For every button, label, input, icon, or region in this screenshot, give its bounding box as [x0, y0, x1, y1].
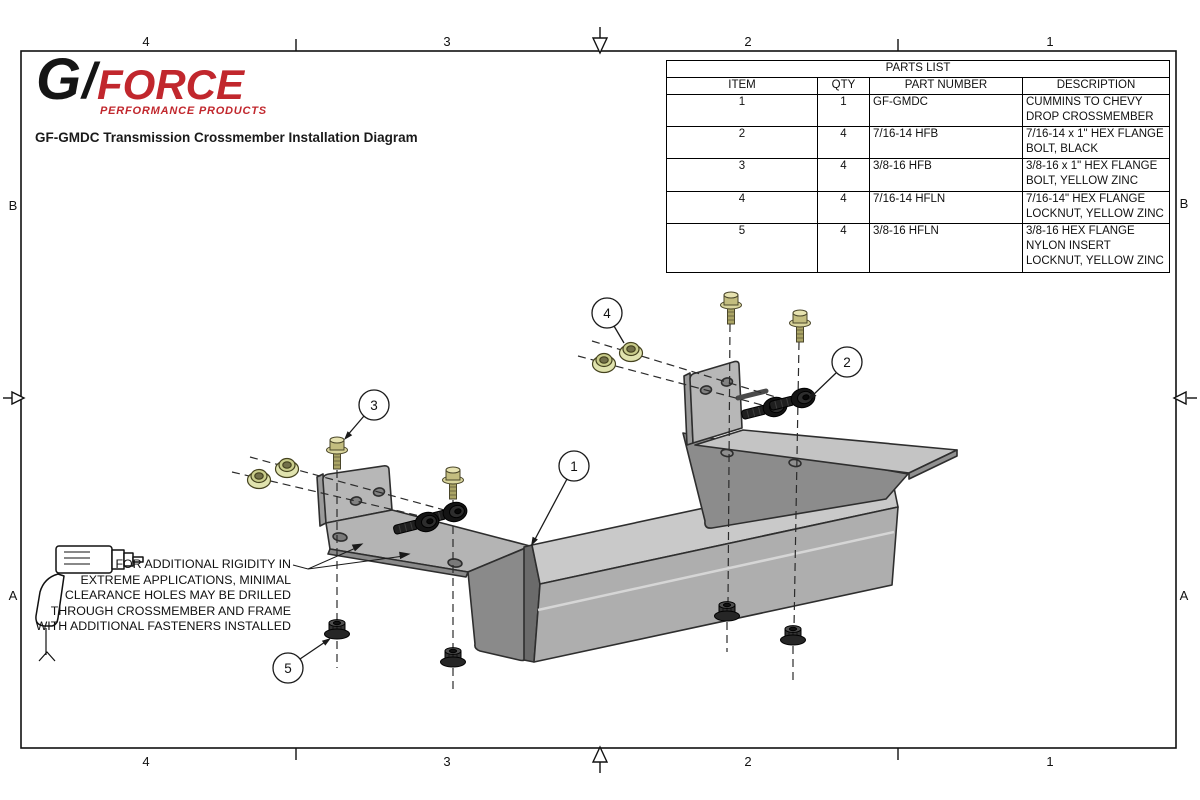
flange-bolt-icon: [326, 436, 348, 470]
logo-force-text: FORCE: [97, 61, 245, 108]
table-row: 4 4 7/16-14 HFLN 7/16-14" HEX FLANGE LOC…: [666, 191, 1171, 224]
note-line: THROUGH CROSSMEMBER AND FRAME: [50, 603, 291, 618]
diagram-title: GF-GMDC Transmission Crossmember Install…: [35, 130, 418, 145]
note-leader-lines: [292, 543, 411, 570]
logo-letter-g: G: [36, 47, 81, 112]
col-header-qty: QTY: [817, 77, 870, 95]
cell-item: 4: [666, 191, 818, 224]
table-row: 1 1 GF-GMDC CUMMINS TO CHEVY DROP CROSSM…: [666, 94, 1171, 127]
center-mark-arrows: [3, 27, 1197, 773]
dark-locknut-icon: [714, 601, 740, 622]
cell-item: 2: [666, 126, 818, 159]
col-header-part-number: PART NUMBER: [869, 77, 1023, 95]
locknuts-dark: [324, 601, 806, 668]
cell-part-number: 7/16-14 HFLN: [869, 191, 1023, 224]
zone-label-left-B: B: [9, 198, 18, 213]
cell-item: 3: [666, 158, 818, 192]
balloon-5: 5: [272, 638, 331, 684]
cell-description: CUMMINS TO CHEVY DROP CROSSMEMBER: [1021, 94, 1171, 127]
cell-part-number: 3/8-16 HFLN: [869, 223, 1023, 273]
balloon-2: 2: [808, 346, 863, 400]
cell-description: 7/16-14 x 1" HEX FLANGE BOLT, BLACK: [1021, 126, 1171, 159]
zone-label-left-A: A: [9, 588, 18, 603]
drill-icon: [35, 545, 144, 662]
cell-part-number: GF-GMDC: [869, 94, 1023, 127]
yellow-locknut-icon: [246, 468, 272, 490]
note-line: FOR ADDITIONAL RIGIDITY IN: [115, 557, 291, 571]
col-header-item: ITEM: [666, 77, 818, 95]
zone-label-bottom-3: 3: [443, 754, 450, 769]
col-header-description: DESCRIPTION: [1021, 77, 1171, 95]
zone-label-bottom-4: 4: [142, 754, 149, 769]
dark-locknut-icon: [440, 647, 466, 668]
logo-slash: /: [82, 53, 97, 109]
flange-bolt-icon: [720, 291, 742, 325]
cell-description: 7/16-14" HEX FLANGE LOCKNUT, YELLOW ZINC: [1021, 191, 1171, 224]
cell-qty: 4: [817, 191, 870, 224]
crossmember-drawing: [316, 360, 958, 663]
zone-label-top-2: 2: [744, 34, 751, 49]
dark-locknut-icon: [780, 625, 806, 646]
zone-label-bottom-1: 1: [1046, 754, 1053, 769]
callout-balloons: 1 2 3 4 5: [272, 297, 863, 684]
parts-list-title: PARTS LIST: [665, 60, 1171, 78]
logo-tagline: PERFORMANCE PRODUCTS: [100, 105, 267, 117]
yellow-locknut-icon: [591, 352, 617, 374]
cell-description: 3/8-16 HEX FLANGE NYLON INSERT LOCKNUT, …: [1021, 223, 1171, 273]
black-bolt-icon: [769, 387, 816, 411]
yellow-locknut-icon: [274, 457, 300, 479]
gforce-logo: G/FORCE PERFORMANCE PRODUCTS: [36, 47, 267, 117]
cell-qty: 4: [817, 126, 870, 159]
cell-item: 1: [666, 94, 818, 127]
table-row: 3 4 3/8-16 HFB 3/8-16 x 1" HEX FLANGE BO…: [666, 158, 1171, 192]
flange-bolt-icon: [442, 466, 464, 500]
balloon-3: 3: [344, 389, 390, 440]
svg-text:1: 1: [570, 459, 578, 474]
cell-description: 3/8-16 x 1" HEX FLANGE BOLT, YELLOW ZINC: [1021, 158, 1171, 192]
svg-text:3: 3: [370, 398, 378, 413]
svg-text:5: 5: [284, 661, 292, 676]
balloon-4: 4: [591, 297, 625, 344]
svg-text:2: 2: [843, 355, 851, 370]
zone-label-top-3: 3: [443, 34, 450, 49]
dark-locknut-icon: [324, 619, 350, 640]
black-bolt-icon: [393, 511, 440, 535]
zone-label-top-4: 4: [142, 34, 149, 49]
cell-item: 5: [666, 223, 818, 273]
installation-note: FOR ADDITIONAL RIGIDITY IN EXTREME APPLI…: [36, 557, 291, 635]
zone-label-bottom-2: 2: [744, 754, 751, 769]
zone-label-right-A: A: [1180, 588, 1189, 603]
parts-list-table: PARTS LIST ITEM QTY PART NUMBER DESCRIPT…: [665, 60, 1171, 273]
table-row: 2 4 7/16-14 HFB 7/16-14 x 1" HEX FLANGE …: [666, 126, 1171, 159]
hex-flange-bolts-black: [393, 387, 816, 535]
cell-qty: 1: [817, 94, 870, 127]
cell-part-number: 7/16-14 HFB: [869, 126, 1023, 159]
note-line: CLEARANCE HOLES MAY BE DRILLED: [64, 588, 291, 603]
note-line: EXTREME APPLICATIONS, MINIMAL: [80, 572, 291, 587]
hex-flange-bolts-yellow: [326, 291, 811, 500]
balloon-1: 1: [531, 450, 590, 546]
zone-label-top-1: 1: [1046, 34, 1053, 49]
cell-qty: 4: [817, 223, 870, 273]
zone-label-right-B: B: [1180, 196, 1189, 211]
cell-qty: 4: [817, 158, 870, 192]
svg-text:4: 4: [603, 306, 611, 321]
cell-part-number: 3/8-16 HFB: [869, 158, 1023, 192]
flange-bolt-icon: [789, 309, 811, 343]
note-line: WITH ADDITIONAL FASTENERS INSTALLED: [35, 619, 291, 634]
yellow-locknut-icon: [618, 341, 644, 363]
flange-locknuts-yellow: [246, 341, 644, 490]
table-row: 5 4 3/8-16 HFLN 3/8-16 HEX FLANGE NYLON …: [666, 223, 1171, 273]
